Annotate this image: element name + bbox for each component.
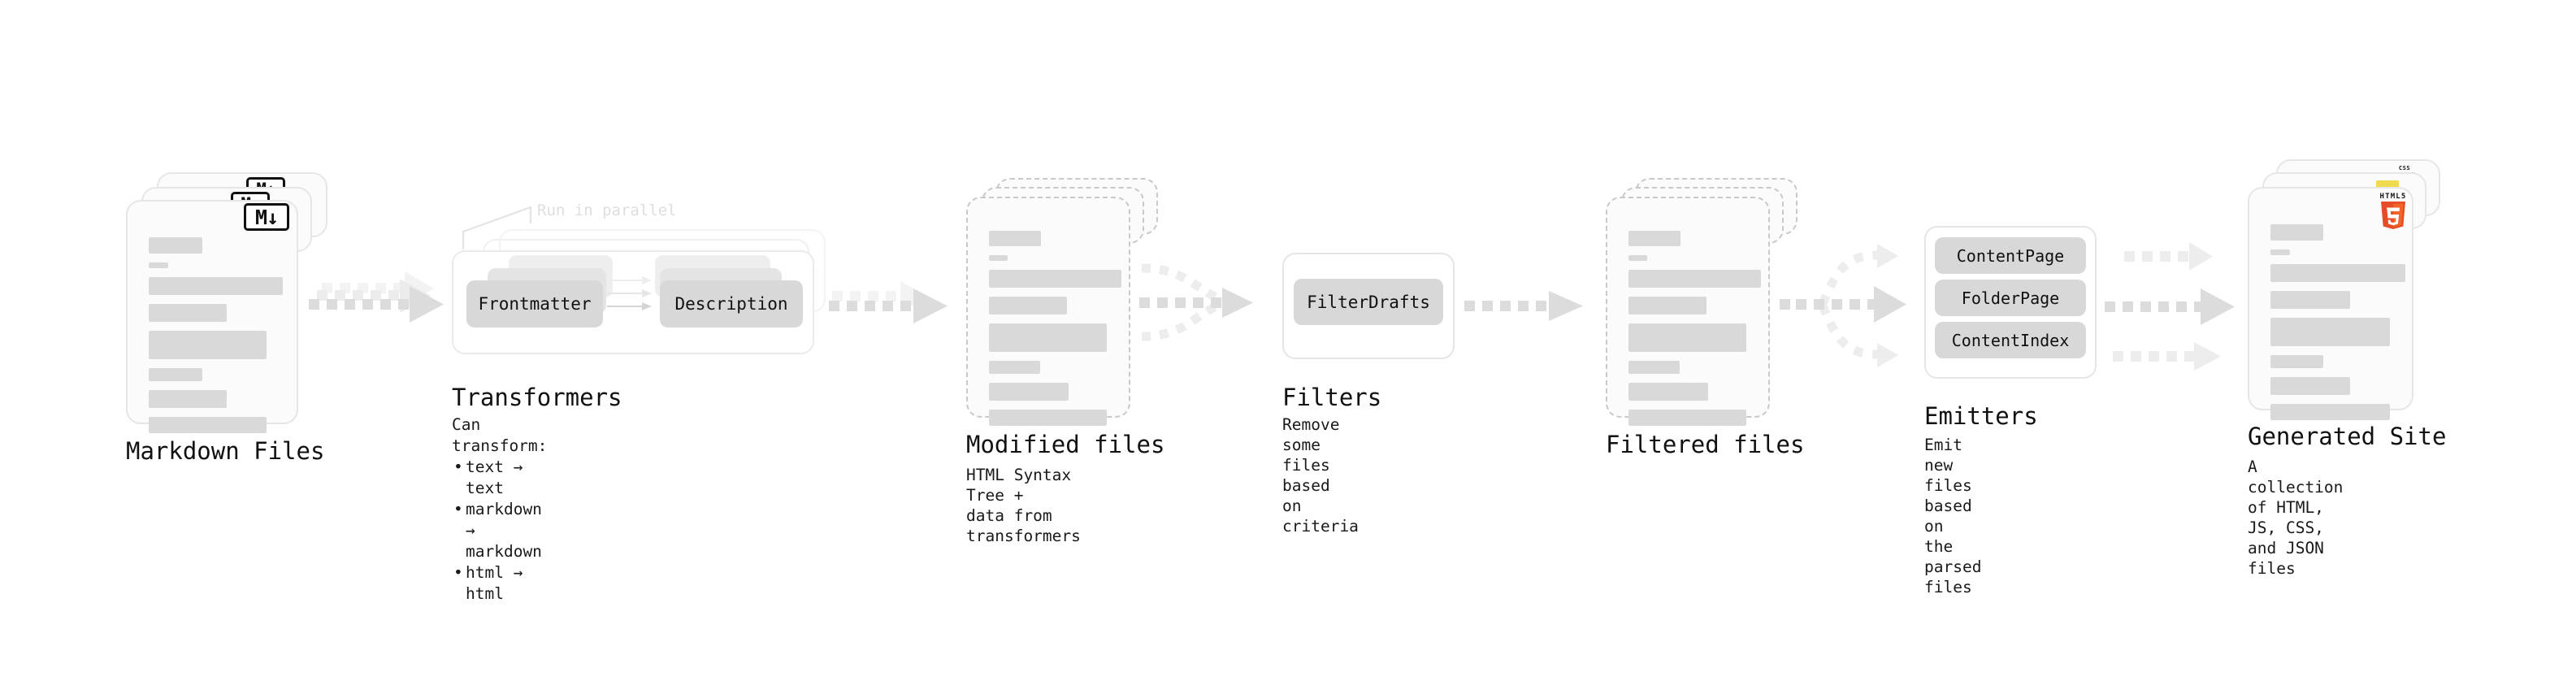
- content-bar: [149, 331, 267, 359]
- content-bar: [989, 323, 1107, 352]
- transform-list-lead: Can transform:: [452, 415, 548, 455]
- card-content-bars: [989, 223, 1121, 435]
- stage-title-filtered-files: Filtered files: [1606, 431, 1805, 458]
- transform-list-item: html → html: [453, 562, 547, 605]
- content-bar: [989, 231, 1041, 246]
- arrow-filters-to-filtered-files: [1463, 283, 1593, 332]
- content-bar: [989, 270, 1121, 288]
- content-bar: [1628, 383, 1708, 401]
- content-bar: [2270, 377, 2350, 395]
- card-content-bars: [149, 226, 283, 442]
- transformer-node-description[interactable]: Description: [660, 280, 803, 327]
- filter-node-filterdrafts[interactable]: FilterDrafts: [1294, 279, 1443, 325]
- content-bar: [989, 383, 1069, 401]
- card-content-bars: [1628, 223, 1761, 435]
- content-bar: [149, 390, 227, 408]
- content-bar: [2270, 318, 2390, 346]
- content-bar: [2270, 291, 2350, 309]
- content-bar: [2270, 404, 2390, 420]
- stage-subtitle-generated-site: A collection of HTML, JS, CSS, and JSON …: [2248, 458, 2344, 578]
- stage-title-modified-files: Modified files: [966, 431, 1165, 458]
- content-bar: [149, 262, 168, 268]
- content-bar: [989, 410, 1107, 426]
- content-bar: [149, 417, 267, 433]
- content-bar: [2270, 264, 2405, 282]
- stage-title-markdown-files: Markdown Files: [126, 437, 325, 465]
- arrow-emitters-to-generated-site: [2103, 229, 2249, 375]
- transformers-capability-list: Can transform: text → text markdown → ma…: [452, 414, 547, 605]
- html5-badge-label: HTML5: [2379, 193, 2407, 201]
- transformer-node-frontmatter[interactable]: Frontmatter: [466, 280, 603, 327]
- markdown-badge: M↓: [244, 203, 289, 231]
- run-in-parallel-label: Run in parallel: [537, 202, 677, 219]
- arrow-markdown-to-transformers: [307, 268, 453, 333]
- content-bar: [2270, 249, 2290, 255]
- stage-title-transformers: Transformers: [452, 384, 622, 411]
- transform-list-item: markdown → markdown: [453, 499, 547, 562]
- arrow-transformers-to-modified-files: [827, 275, 957, 332]
- arrow-modified-files-to-filters: [1138, 258, 1268, 348]
- content-bar: [989, 255, 1008, 261]
- content-bar: [1628, 361, 1680, 374]
- content-bar: [149, 368, 202, 381]
- content-bar: [1628, 410, 1746, 426]
- content-bar: [1628, 270, 1761, 288]
- stage-subtitle-emitters: Emit new files based on the parsed files: [1924, 436, 1982, 596]
- stage-title-filters: Filters: [1282, 384, 1382, 411]
- stage-subtitle-filters: Remove some files based on criteria: [1282, 415, 1359, 536]
- content-bar: [149, 304, 227, 322]
- emitter-node-contentpage[interactable]: ContentPage: [1935, 237, 2086, 274]
- stage-subtitle-modified-files: HTML Syntax Tree + data from transformer…: [966, 466, 1081, 545]
- transform-list-item: text → text: [453, 457, 547, 499]
- filtered-file-card-front: [1606, 197, 1770, 426]
- modified-file-card-front: [966, 197, 1130, 426]
- content-bar: [1628, 255, 1647, 261]
- html5-badge: HTML5: [2379, 193, 2407, 230]
- content-bar: [2270, 355, 2323, 368]
- stage-title-emitters: Emitters: [1924, 402, 2038, 430]
- content-bar: [1628, 297, 1706, 314]
- content-bar: [149, 237, 202, 254]
- content-bar: [2270, 224, 2323, 241]
- content-bar: [1628, 231, 1680, 246]
- stage-title-generated-site: Generated Site: [2248, 423, 2447, 450]
- run-in-parallel-bracket: [459, 199, 557, 252]
- content-bar: [149, 277, 283, 295]
- emitter-node-contentindex[interactable]: ContentIndex: [1935, 322, 2086, 358]
- card-content-bars: [2270, 213, 2405, 429]
- content-bar: [989, 361, 1040, 374]
- arrow-filtered-files-to-emitters: [1778, 229, 1920, 375]
- css-badge-label: CSS: [2398, 165, 2411, 171]
- emitter-node-folderpage[interactable]: FolderPage: [1935, 280, 2086, 316]
- content-bar: [1628, 323, 1746, 352]
- markdown-file-card-front: [126, 200, 298, 433]
- transformer-inner-arrows: [605, 273, 662, 330]
- content-bar: [989, 297, 1067, 314]
